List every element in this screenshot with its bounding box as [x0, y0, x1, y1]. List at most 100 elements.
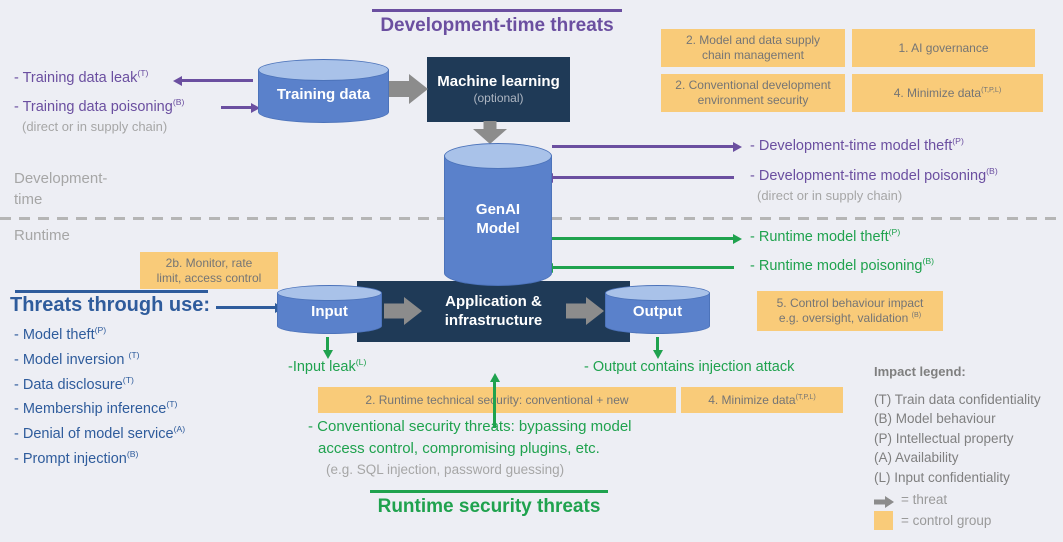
- training-to-ml-flow-arrow: [388, 74, 428, 104]
- threat-conventional-line1: - Conventional security threats: bypassi…: [308, 418, 632, 435]
- control-monitor-rate-limit: 2b. Monitor, rate limit, access control: [140, 252, 278, 289]
- supply-chain-note-left: (direct or in supply chain): [22, 119, 168, 134]
- threat-training-data-leak: - Training data leak(T): [14, 68, 149, 86]
- application-label-line1: Application &: [445, 292, 542, 310]
- control-minimize-data-bottom: 4. Minimize data(T,P,L): [681, 387, 843, 413]
- impact-code: (P): [94, 325, 107, 336]
- runtime-model-poisoning-arrow: [552, 266, 734, 269]
- cylinder-top: [605, 285, 710, 301]
- threat-prompt-injection: - Prompt injection(B): [14, 447, 185, 472]
- threat-denial-of-service: - Denial of model service(A): [14, 422, 185, 447]
- machine-learning-optional-note: (optional): [473, 91, 524, 106]
- control-text-line2: e.g. oversight, validation: [778, 311, 912, 325]
- impact-code: (T,P,L): [795, 391, 816, 401]
- impact-code: (T): [128, 349, 140, 360]
- threat-text: - Data disclosure: [14, 376, 123, 393]
- control-text: 4. Minimize data: [893, 85, 982, 100]
- conventional-threats-arrow: [493, 381, 496, 428]
- training-data-leak-arrow: [181, 79, 253, 82]
- legend-item-intellectual-property: (P) Intellectual property: [874, 430, 1014, 446]
- machine-learning-node: Machine learning (optional): [427, 57, 570, 122]
- machine-learning-label: Machine learning: [437, 72, 560, 90]
- control-text-line1: 2b. Monitor, rate: [165, 255, 253, 270]
- impact-code: (P): [888, 227, 901, 238]
- runtime-security-threats-title: Runtime security threats: [370, 490, 608, 518]
- phase-label-development-time: Development- time: [14, 168, 107, 210]
- threat-text: - Runtime model theft: [750, 229, 889, 245]
- control-ai-governance: 1. AI governance: [852, 29, 1035, 67]
- threats-through-use-list: - Model theft(P) - Model inversion (T) -…: [14, 323, 185, 472]
- input-store: Input: [277, 285, 382, 334]
- application-label-line2: infrastructure: [444, 311, 543, 329]
- threat-text: -Input leak: [288, 359, 356, 375]
- threat-runtime-model-poisoning: - Runtime model poisoning(B): [750, 256, 935, 274]
- input-to-application-flow-arrow: [384, 297, 422, 325]
- threat-arrow-icon: [874, 496, 894, 508]
- control-supply-chain-management: 2. Model and data supply chain managemen…: [661, 29, 845, 67]
- training-data-poisoning-arrow: [221, 106, 252, 109]
- phase-dev-line2: time: [14, 191, 43, 208]
- impact-code: (P): [952, 136, 964, 147]
- phase-dev-line1: Development-: [14, 170, 108, 187]
- threat-dev-model-theft: - Development-time model theft(P): [750, 136, 964, 154]
- threat-text: - Denial of model service: [14, 426, 174, 443]
- control-minimize-data-top: 4. Minimize data(T,P,L): [852, 74, 1043, 112]
- impact-code: (B): [922, 256, 935, 267]
- threat-model-theft: - Model theft(P): [14, 323, 185, 348]
- input-label: Input: [311, 303, 348, 321]
- training-data-store: Training data: [258, 59, 389, 123]
- threat-dev-model-poisoning: - Development-time model poisoning(B): [750, 166, 998, 184]
- threat-text: - Training data leak: [14, 70, 138, 86]
- phase-label-runtime: Runtime: [14, 227, 70, 244]
- impact-code: (L): [355, 357, 367, 368]
- threat-text: - Training data poisoning: [14, 99, 173, 115]
- threat-runtime-model-theft: - Runtime model theft(P): [750, 227, 901, 245]
- impact-code: (T): [122, 374, 134, 385]
- dev-model-poisoning-arrow: [552, 176, 734, 179]
- threats-through-use-arrow: [216, 306, 276, 309]
- threat-text: - Model inversion: [14, 351, 129, 368]
- impact-code: (B): [126, 449, 139, 460]
- legend-threat-label: = threat: [901, 492, 948, 507]
- cylinder-top: [277, 285, 382, 301]
- output-injection-arrow: [656, 337, 659, 351]
- genai-model-label: GenAI Model: [444, 156, 552, 284]
- threat-text: - Membership inference: [14, 401, 167, 418]
- threat-model-inversion: - Model inversion (T): [14, 348, 185, 373]
- output-label: Output: [632, 303, 683, 321]
- impact-code: (T): [166, 399, 178, 410]
- output-store: Output: [605, 285, 710, 334]
- ml-to-genai-flow-arrow: [473, 121, 507, 144]
- development-time-threats-title: Development-time threats: [372, 9, 622, 37]
- threat-text: - Model theft: [14, 327, 95, 343]
- impact-code: (B): [986, 166, 998, 177]
- impact-legend-title: Impact legend:: [874, 364, 966, 379]
- threat-output-injection: - Output contains injection attack: [584, 359, 795, 375]
- threat-data-disclosure: - Data disclosure(T): [14, 373, 185, 398]
- control-dev-environment-security: 2. Conventional development environment …: [661, 74, 845, 112]
- legend-item-model-behaviour: (B) Model behaviour: [874, 411, 996, 427]
- cylinder-top: [444, 143, 552, 169]
- control-runtime-technical-security: 2. Runtime technical security: conventio…: [318, 387, 676, 413]
- genai-model-store: GenAI Model: [444, 143, 552, 286]
- impact-code: (B): [172, 97, 185, 108]
- threat-input-leak: -Input leak(L): [288, 357, 367, 375]
- control-text-line1: 2. Model and data supply: [685, 33, 821, 48]
- threat-membership-inference: - Membership inference(T): [14, 397, 185, 422]
- impact-code: (T): [137, 68, 149, 79]
- control-text-line1: 5. Control behaviour impact: [776, 296, 924, 311]
- impact-legend: Impact legend: (T) Train data confidenti…: [874, 364, 1041, 487]
- legend-item-availability: (A) Availability: [874, 450, 959, 466]
- impact-code: (T,P,L): [981, 84, 1002, 94]
- control-text-line2: environment security: [697, 93, 809, 107]
- impact-code: (B): [911, 310, 922, 319]
- conventional-threats-note: (e.g. SQL injection, password guessing): [326, 462, 565, 477]
- genai-label-line1: GenAI: [475, 201, 521, 219]
- threat-text: - Development-time model theft: [750, 138, 953, 154]
- application-to-output-flow-arrow: [566, 297, 604, 325]
- training-data-label: Training data: [276, 86, 371, 104]
- control-group-swatch-icon: [874, 511, 893, 530]
- impact-code: (A): [173, 424, 186, 435]
- legend-control-group-label: = control group: [901, 513, 992, 528]
